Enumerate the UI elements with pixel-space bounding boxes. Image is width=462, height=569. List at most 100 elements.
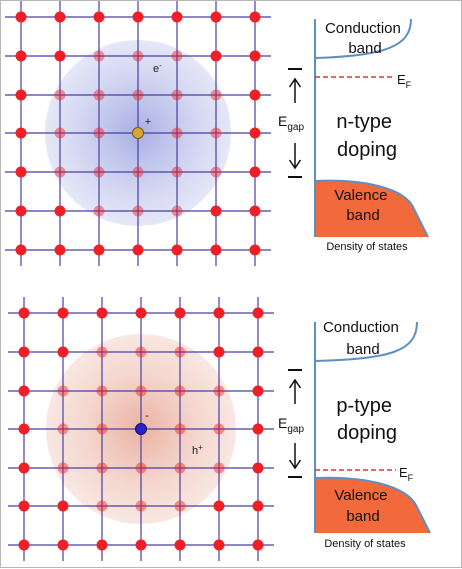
lattice-atom [132,89,144,101]
lattice-atom [93,50,105,62]
lattice-atom [18,307,30,319]
lattice-atom [249,127,261,139]
n-type-panel: + e- EF Conduction band Egap [5,1,429,266]
lattice-atom [54,244,66,256]
hole-label-sup: + [198,443,203,452]
conduction-band-edge [314,321,418,362]
lattice-atom [171,50,183,62]
lattice-atom [135,500,147,512]
lattice-atom [249,11,261,23]
lattice-atom [171,244,183,256]
lattice-atom [18,500,30,512]
lattice-atom [96,346,108,358]
fermi-level-label: EF [399,465,414,483]
conduction-line1: Conduction [323,319,399,336]
lattice-atom [96,307,108,319]
conduction-band-label: Conduction band [323,319,403,358]
lattice-atom [171,11,183,23]
lattice-atom [171,89,183,101]
lattice-atom [252,500,264,512]
lattice-atom [249,166,261,178]
lattice-atom [252,346,264,358]
lattice-atom [210,50,222,62]
density-of-states-label: Density of states [326,241,408,253]
lattice-atom [18,423,30,435]
donor-charge-label: + [145,116,151,128]
lattice-atom [210,127,222,139]
acceptor-atom [135,423,147,435]
lattice-atom [171,205,183,217]
doping-line2: doping [337,139,397,161]
gap-main: E [278,113,287,129]
hole-label-main: h [192,445,198,457]
lattice-atom [132,166,144,178]
electron-label: e- [153,61,162,75]
electron-label-main: e [153,63,159,75]
valence-band-label: Valence band [334,187,391,224]
lattice-atom [57,539,69,551]
lattice-atom [249,89,261,101]
lattice-atom [18,385,30,397]
arrow-down-icon [288,159,302,170]
valence-band-edge [314,179,429,238]
conduction-line2: band [346,341,379,358]
n-type-lattice: + e- [5,1,271,266]
lattice-atom [210,244,222,256]
gap-sub: gap [287,122,304,133]
lattice-atom [174,346,186,358]
fermi-main: E [397,72,406,87]
doping-line2: doping [337,422,397,444]
band-gap-label: Egap [278,415,304,435]
doping-type-label: n-type doping [336,111,397,161]
lattice-atom [15,11,27,23]
lattice-atom [15,244,27,256]
lattice-atom [210,11,222,23]
lattice-atom [174,539,186,551]
lattice-atom [93,11,105,23]
lattice-atom [249,205,261,217]
lattice-atom [210,89,222,101]
valence-line2: band [346,207,379,224]
lattice-atom [252,462,264,474]
lattice-atom [213,500,225,512]
lattice-atom [54,89,66,101]
fermi-sub: F [406,80,412,90]
lattice-atom [135,462,147,474]
lattice-atom [15,205,27,217]
conduction-band-edge [314,18,412,59]
lattice-atom [213,385,225,397]
lattice-atom [171,166,183,178]
lattice-atom [174,423,186,435]
lattice-atom [96,462,108,474]
lattice-atom [210,166,222,178]
lattice-atom [93,127,105,139]
conduction-band-label: Conduction band [325,20,405,57]
lattice-atom [18,539,30,551]
lattice-atom [93,244,105,256]
lattice-atom [252,385,264,397]
gap-sub: gap [287,424,304,435]
lattice-atom [174,500,186,512]
lattice-atom [132,205,144,217]
doping-line1: n-type [336,111,392,133]
lattice-atom [213,539,225,551]
p-type-band-diagram: EF Conduction band Egap p-type doping Va… [278,319,431,550]
p-type-lattice: - h+ [8,297,274,561]
fermi-level-label: EF [397,72,412,90]
lattice-atom [213,462,225,474]
fermi-sub: F [408,473,414,483]
lattice-atom [15,127,27,139]
fermi-main: E [399,465,408,480]
valence-line1: Valence [334,487,387,504]
lattice-atom [174,462,186,474]
lattice-atom [132,244,144,256]
lattice-atom [15,89,27,101]
lattice-atom [54,50,66,62]
lattice-atom [54,166,66,178]
lattice-atom [249,244,261,256]
lattice-atom [54,127,66,139]
lattice-atom [18,346,30,358]
lattice-atom [252,307,264,319]
lattice-atom [213,346,225,358]
